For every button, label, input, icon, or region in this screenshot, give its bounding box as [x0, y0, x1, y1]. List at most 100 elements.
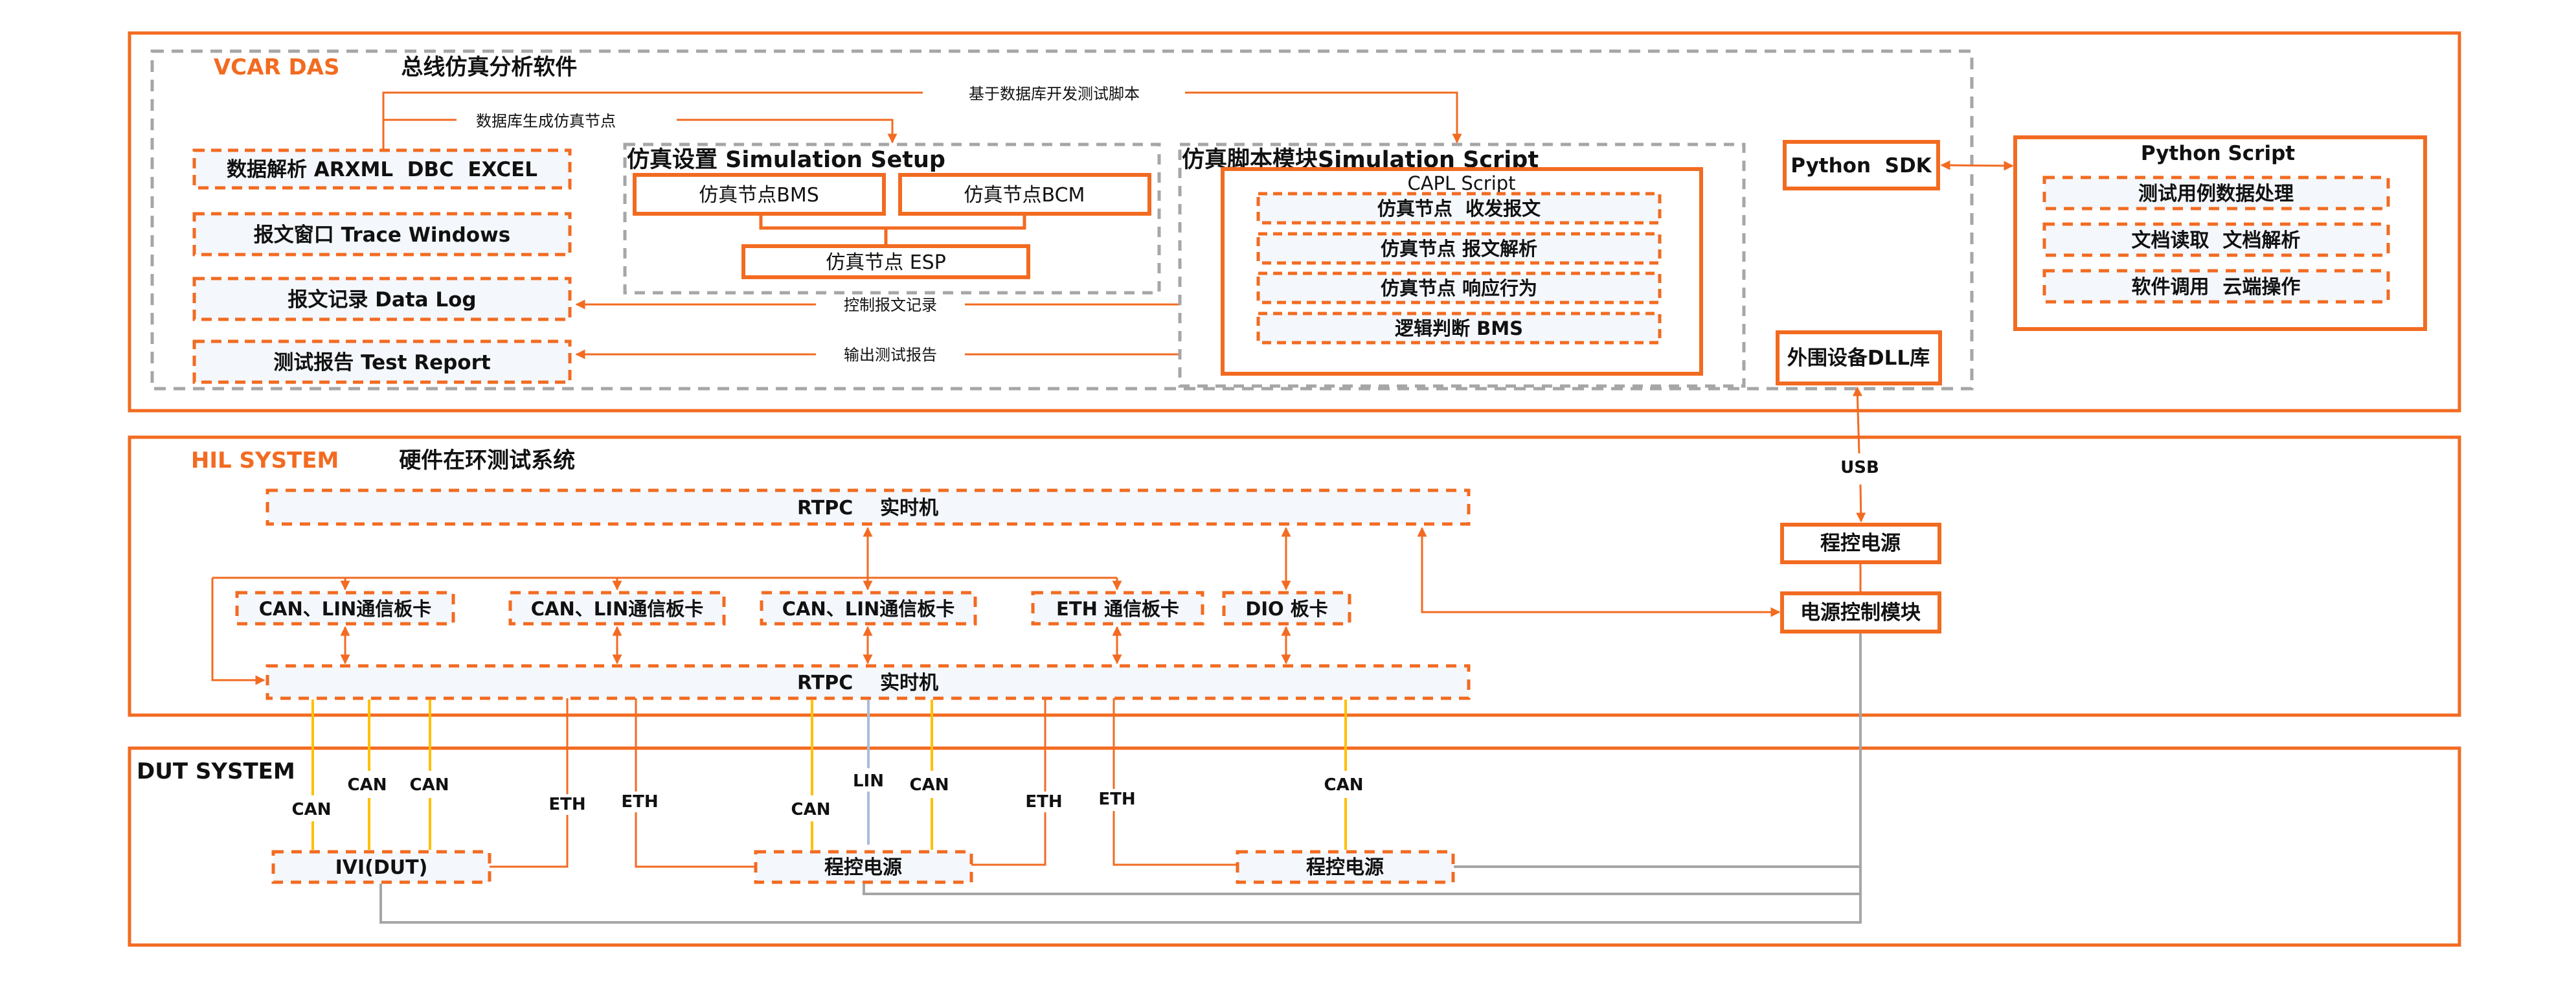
- capl-row-response[interactable]: 仿真节点 响应行为: [1256, 271, 1662, 304]
- bus-labels: CAN CAN CAN ETH ETH CAN LIN CAN ETH ETH …: [292, 771, 1364, 819]
- python-sdk-box[interactable]: Python SDK: [1783, 140, 1940, 190]
- hil-card-dio[interactable]: DIO 板卡: [1222, 591, 1351, 626]
- python-row-label: 软件调用 云端操作: [2132, 276, 2301, 299]
- das-title-text: 总线仿真分析软件: [401, 54, 577, 80]
- sim-node-bms[interactable]: 仿真节点BMS: [633, 173, 886, 216]
- dut-device-label: 程控电源: [1306, 856, 1384, 879]
- capl-row-send-receive[interactable]: 仿真节点 收发报文: [1256, 192, 1662, 225]
- python-row-testcase[interactable]: 测试用例数据处理: [2042, 176, 2390, 211]
- dut-panel-frame: [128, 746, 2461, 947]
- dut-panel: DUT SYSTEM: [128, 633, 2461, 947]
- simulation-setup-title: 仿真设置 Simulation Setup: [627, 147, 945, 173]
- python-row-label: 测试用例数据处理: [2138, 183, 2294, 205]
- sim-node-label: 仿真节点 ESP: [826, 251, 946, 274]
- eth-line: [971, 812, 1046, 866]
- control-log-label: 控制报文记录: [844, 296, 937, 314]
- hil-power-control-label: 电源控制模块: [1800, 601, 1921, 624]
- db-to-script-label: 基于数据库开发测试脚本: [969, 85, 1140, 103]
- dut-device-label: IVI(DUT): [335, 856, 428, 879]
- usb-label: USB: [1840, 458, 1879, 477]
- python-sdk-label: Python SDK: [1791, 154, 1932, 177]
- simulation-script-frame: [1178, 143, 1746, 388]
- sim-node-label: 仿真节点BCM: [964, 184, 1085, 207]
- python-row-document[interactable]: 文档读取 文档解析: [2042, 222, 2390, 257]
- eth-line: [1113, 811, 1237, 866]
- simulation-setup-frame: [623, 143, 1161, 295]
- rtpc-top-label: RTPC 实时机: [797, 497, 938, 519]
- simulation-setup-group: 仿真设置 Simulation Setup 仿真节点BMS 仿真节点BCM 仿真…: [623, 143, 1161, 295]
- hil-panel: HIL SYSTEM 硬件在环测试系统 RTPC 实时机: [128, 435, 2461, 717]
- simulation-script-group: 仿真脚本模块Simulation Script CAPL Script 仿真节点…: [1178, 143, 1746, 388]
- dll-box[interactable]: 外围设备DLL库: [1776, 330, 1942, 385]
- output-report-label: 输出测试报告: [844, 346, 937, 364]
- dut-device-label: 程控电源: [824, 856, 902, 879]
- hil-power-supply[interactable]: 程控电源: [1780, 523, 1941, 564]
- db-connectors: [382, 91, 1462, 150]
- db-to-setup-label: 数据库生成仿真节点: [476, 112, 616, 130]
- bus-label-can: CAN: [292, 800, 332, 819]
- python-script-title: Python Script: [2141, 142, 2295, 165]
- hil-card-label: CAN、LIN通信板卡: [531, 598, 704, 620]
- python-script-group: Python Script 测试用例数据处理 文档读取 文档解析 软件调用 云端…: [2013, 135, 2427, 331]
- bus-label-lin: LIN: [853, 771, 884, 791]
- bus-label-eth: ETH: [621, 792, 658, 812]
- rtpc-to-power-control: [1417, 527, 1781, 617]
- left-box-data-log[interactable]: 报文记录 Data Log: [192, 277, 572, 321]
- bus-label-can: CAN: [1324, 775, 1364, 795]
- capl-row-label: 仿真节点 收发报文: [1377, 198, 1541, 220]
- sdk-script-link: [1940, 160, 2014, 171]
- capl-row-label: 逻辑判断 BMS: [1395, 317, 1523, 339]
- hil-power-control[interactable]: 电源控制模块: [1780, 591, 1941, 633]
- dll-label: 外围设备DLL库: [1787, 347, 1930, 370]
- bus-label-can: CAN: [791, 800, 831, 819]
- eth-line: [635, 812, 756, 868]
- left-box-label: 数据解析 ARXML DBC EXCEL: [227, 158, 537, 181]
- left-box-label: 测试报告 Test Report: [273, 351, 491, 374]
- bus-loop-left: [211, 578, 266, 685]
- das-title-brand: VCAR DAS: [214, 54, 340, 80]
- left-box-test-report[interactable]: 测试报告 Test Report: [192, 339, 572, 384]
- dut-device-power-supply-1[interactable]: 程控电源: [754, 850, 973, 884]
- svg-text:HIL SYSTEM 硬件在环测试系统: HIL SYSTEM 硬件在环测试系统: [137, 448, 613, 474]
- hil-card-can-lin-3[interactable]: CAN、LIN通信板卡: [760, 591, 977, 626]
- dut-device-ivi[interactable]: IVI(DUT): [271, 850, 491, 884]
- bus-label-eth: ETH: [1025, 792, 1062, 812]
- script-feedback-arrows: [575, 299, 1180, 360]
- bus-label-can: CAN: [910, 775, 949, 795]
- db-to-script-line-2: [1185, 91, 1462, 144]
- rtpc-top[interactable]: RTPC 实时机: [266, 488, 1471, 526]
- hil-card-label: DIO 板卡: [1245, 598, 1328, 620]
- capl-row-parse[interactable]: 仿真节点 报文解析: [1256, 232, 1662, 265]
- eth-lines: [490, 698, 1237, 868]
- sim-node-label: 仿真节点BMS: [699, 184, 819, 207]
- das-software-frame: [150, 49, 1974, 391]
- left-box-db-parse[interactable]: 数据解析 ARXML DBC EXCEL: [192, 148, 572, 190]
- sim-node-connector: [759, 214, 1026, 230]
- dut-device-power-supply-2[interactable]: 程控电源: [1236, 850, 1455, 884]
- bus-label-can: CAN: [410, 775, 449, 795]
- db-to-script-line: [382, 91, 923, 150]
- sim-node-bcm[interactable]: 仿真节点BCM: [898, 173, 1151, 216]
- usb-link-bottom: [1856, 484, 1866, 523]
- hil-bus-lines: [211, 527, 1781, 685]
- power-line-ps1: [863, 884, 1860, 895]
- hil-card-can-lin-1[interactable]: CAN、LIN通信板卡: [235, 591, 455, 626]
- bus-label-can: CAN: [348, 775, 387, 795]
- power-line-main: [379, 633, 1862, 924]
- hil-title-text: 硬件在环测试系统: [399, 448, 575, 474]
- hil-card-can-lin-2[interactable]: CAN、LIN通信板卡: [508, 591, 726, 626]
- capl-row-label: 仿真节点 报文解析: [1381, 238, 1537, 260]
- das-panel-frame: [128, 31, 2461, 413]
- eth-line: [490, 815, 569, 868]
- python-row-cloud[interactable]: 软件调用 云端操作: [2042, 269, 2390, 304]
- rtpc-bottom[interactable]: RTPC 实时机: [266, 664, 1471, 700]
- svg-text:VCAR DAS 总线仿真分析软件: VCAR DAS 总线仿真分析软件: [160, 54, 616, 80]
- hil-card-eth[interactable]: ETH 通信板卡: [1031, 591, 1204, 626]
- left-box-trace-window[interactable]: 报文窗口 Trace Windows: [192, 212, 572, 257]
- can-lines: [311, 700, 1347, 850]
- bus-label-eth: ETH: [548, 795, 585, 814]
- capl-row-logic[interactable]: 逻辑判断 BMS: [1256, 312, 1662, 345]
- sim-node-esp[interactable]: 仿真节点 ESP: [741, 244, 1030, 279]
- hil-panel-frame: [128, 435, 2461, 717]
